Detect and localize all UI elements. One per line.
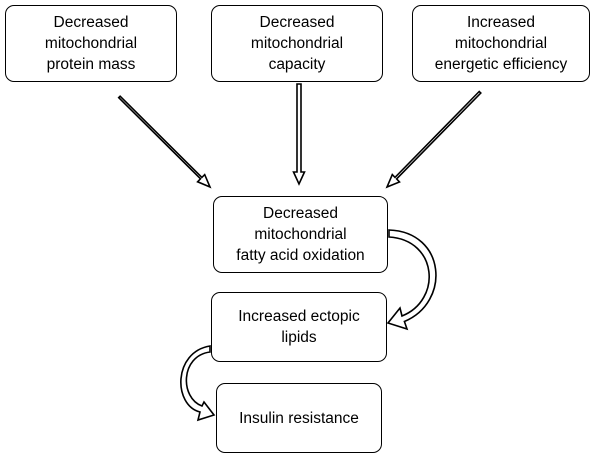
box-text-line: capacity (268, 56, 326, 73)
box-text-line: Insulin resistance (239, 409, 359, 427)
box-decreased-mitochondrial-capacity: Decreased mitochondrial capacity (211, 5, 383, 82)
box-text-line: energetic efficiency (434, 56, 568, 73)
box-text-line: protein mass (46, 56, 136, 73)
box-text-line: mitochondrial (454, 35, 548, 52)
box-insulin-resistance: Insulin resistance (216, 383, 382, 453)
box-text-line: Increased ectopic (238, 308, 360, 325)
box-text-line: mitochondrial (250, 35, 344, 52)
box-increased-ectopic-lipids: Increased ectopic lipids (211, 292, 387, 362)
box-text-line: lipids (281, 329, 317, 346)
box-decreased-mitochondrial-protein-mass: Decreased mitochondrial protein mass (5, 5, 177, 82)
box-text-line: mitochondrial (44, 35, 138, 52)
box-decreased-mitochondrial-fatty-acid-oxidation: Decreased mitochondrial fatty acid oxida… (213, 196, 388, 273)
box-text-line: Decreased (53, 14, 129, 31)
arrow-protein-mass-to-fao (117, 95, 212, 189)
arrow-efficiency-to-fao (385, 90, 482, 189)
arrow-fao-to-ectopic-lipids (386, 229, 437, 331)
box-text-line: fatty acid oxidation (236, 247, 365, 264)
arrow-capacity-to-fao (292, 83, 306, 186)
box-increased-mitochondrial-energetic-efficiency: Increased mitochondrial energetic effici… (412, 5, 590, 82)
box-text-line: Decreased (259, 14, 335, 31)
box-text-line: Decreased (263, 205, 338, 222)
box-text-line: mitochondrial (254, 226, 347, 243)
box-text-line: Increased (466, 14, 536, 31)
arrow-ectopic-lipids-to-insulin (180, 345, 216, 422)
